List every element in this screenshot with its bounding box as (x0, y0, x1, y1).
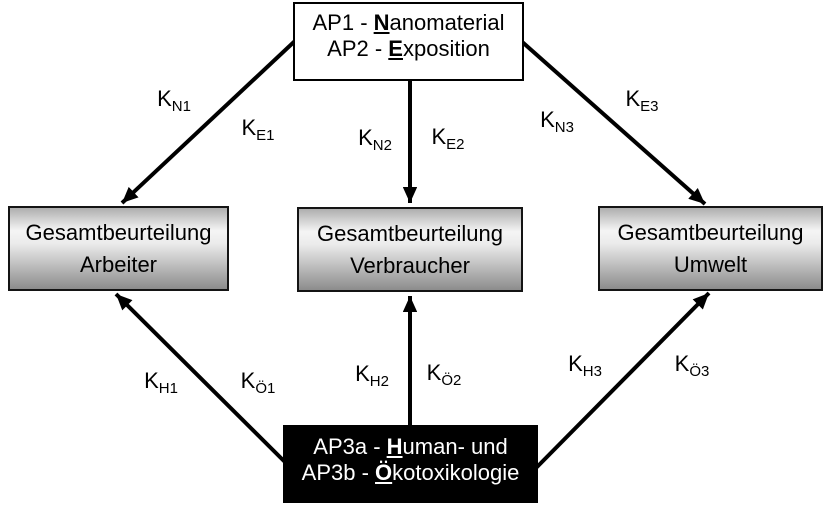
label-base: K (355, 360, 370, 386)
edge-label-kn3: KN3 (540, 106, 574, 137)
label-subscript: H1 (158, 380, 178, 398)
text-pre: AP2 - (327, 36, 389, 61)
edge-label-ko1: KÖ1 (240, 367, 276, 398)
bottom-box-line2: AP3b - Ökotoxikologie (285, 460, 536, 486)
label-subscript: N2 (372, 137, 392, 155)
label-base: K (625, 85, 641, 111)
label-base: K (568, 350, 583, 376)
label-base: K (540, 106, 555, 132)
top-box-line2: AP2 - Exposition (295, 36, 522, 62)
edge-label-kn2: KN2 (358, 124, 392, 155)
assessment-line2: Umwelt (673, 251, 748, 277)
label-base: K (426, 359, 442, 385)
edge-label-kh3: KH3 (568, 350, 602, 381)
text-emphasized-letter: E (388, 36, 403, 61)
edge-label-ko2: KÖ2 (426, 359, 462, 390)
bottom-box-line1: AP3a - Human- und (285, 434, 536, 460)
label-base: K (240, 367, 256, 393)
label-subscript: E2 (446, 136, 465, 154)
assessment-line2: Arbeiter (79, 251, 158, 277)
label-subscript: Ö1 (255, 380, 276, 398)
edge-label-ke1: KE1 (241, 114, 275, 145)
assessment-line1: Gesamtbeurteilung (317, 220, 503, 246)
assessment-line2: Verbraucher (350, 252, 470, 278)
box-gesamtbeurteilung-verbraucher: Gesamtbeurteilung Verbraucher (297, 207, 523, 292)
label-subscript: N1 (171, 98, 191, 116)
arrow-top-to-umwelt (518, 38, 707, 206)
box-gesamtbeurteilung-umwelt: Gesamtbeurteilung Umwelt (598, 206, 823, 291)
edge-label-kh1: KH1 (144, 367, 178, 398)
text-post: anomaterial (389, 10, 505, 35)
text-post: uman- und (402, 434, 508, 459)
text-emphasized-letter: H (386, 434, 403, 459)
text-post: xposition (402, 36, 490, 61)
label-base: K (144, 367, 159, 393)
text-emphasized-letter: Ö (375, 460, 393, 485)
text-post: kotoxikologie (392, 460, 520, 485)
text-pre: AP3b - (301, 460, 376, 485)
box-ap3-human-oekotoxikologie: AP3a - Human- und AP3b - Ökotoxikologie (283, 425, 538, 503)
label-subscript: E3 (640, 98, 659, 116)
label-base: K (358, 124, 373, 150)
label-subscript: H3 (582, 363, 602, 381)
label-base: K (241, 114, 257, 140)
top-box-line1: AP1 - Nanomaterial (295, 10, 522, 36)
text-pre: AP3a - (313, 434, 387, 459)
edge-label-kn1: KN1 (157, 85, 191, 116)
arrow-bottom-to-umwelt (534, 291, 711, 470)
label-subscript: H2 (369, 373, 389, 391)
text-pre: AP1 - (312, 10, 374, 35)
edge-label-ko3: KÖ3 (674, 350, 710, 381)
arrow-top-to-arbeiter (120, 38, 298, 205)
text-emphasized-letter: N (373, 10, 390, 35)
assessment-line1: Gesamtbeurteilung (25, 219, 212, 245)
box-gesamtbeurteilung-arbeiter: Gesamtbeurteilung Arbeiter (8, 206, 229, 291)
edge-label-kh2: KH2 (355, 360, 389, 391)
edge-label-ke2: KE2 (431, 123, 465, 154)
label-subscript: E1 (256, 127, 275, 145)
arrow-bottom-to-arbeiter (114, 292, 295, 472)
label-subscript: N3 (554, 119, 574, 137)
box-ap1-ap2-nanomaterial-exposition: AP1 - Nanomaterial AP2 - Exposition (293, 2, 524, 81)
label-base: K (431, 123, 447, 149)
label-base: K (674, 350, 690, 376)
label-subscript: Ö3 (689, 363, 710, 381)
assessment-line1: Gesamtbeurteilung (617, 219, 804, 245)
label-base: K (157, 85, 172, 111)
edge-label-ke3: KE3 (625, 85, 659, 116)
label-subscript: Ö2 (441, 372, 462, 390)
